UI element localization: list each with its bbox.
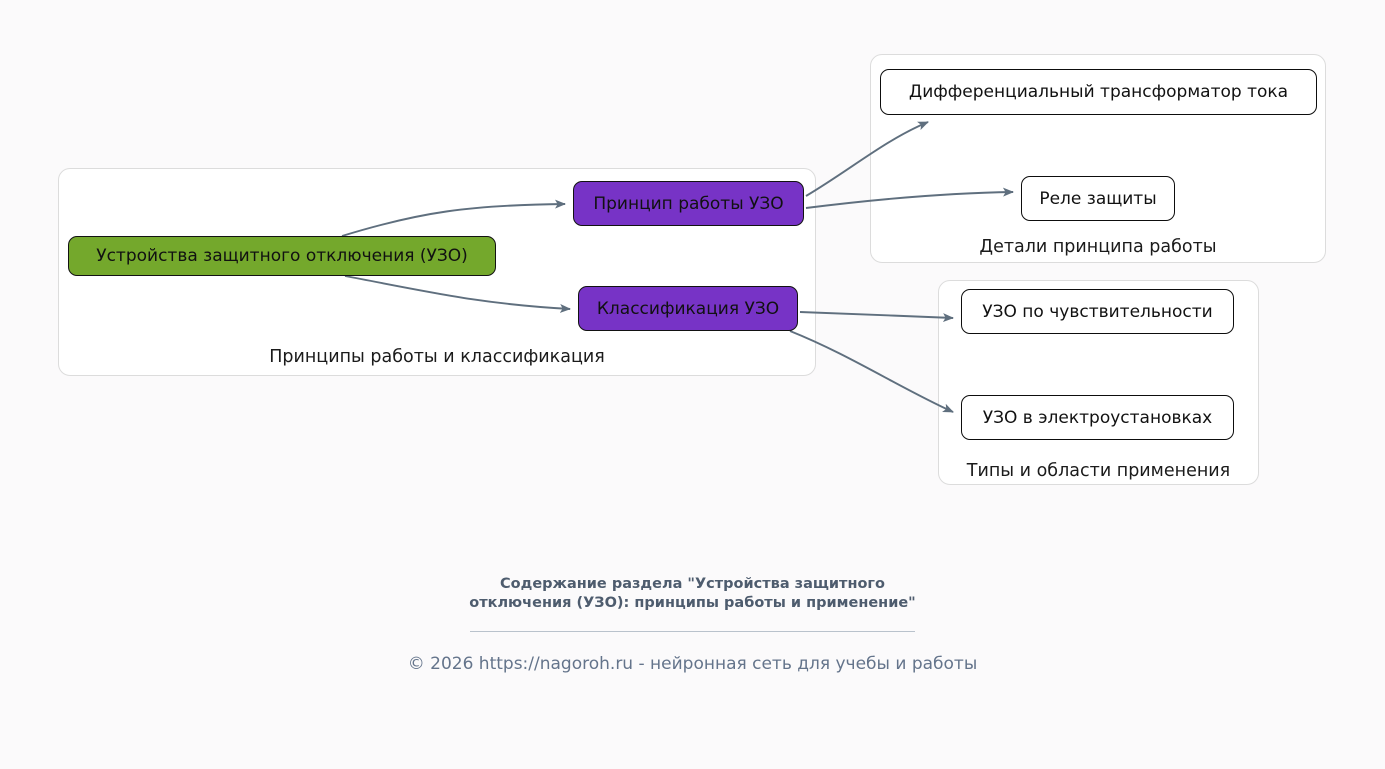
node-relay[interactable]: Реле защиты (1021, 176, 1175, 221)
node-rcd[interactable]: Устройства защитного отключения (УЗО) (68, 236, 496, 276)
footer-title: Содержание раздела "Устройства защитного… (469, 576, 916, 611)
node-installs-label: УЗО в электроустановках (982, 407, 1213, 428)
footer-copyright: © 2026 https://nagoroh.ru - нейронная се… (407, 654, 978, 674)
cluster-details-label: Детали принципа работы (979, 237, 1217, 257)
edge-classify-to-sensitivity (799, 311, 954, 323)
footer: Содержание раздела "Устройства защитного… (0, 575, 1385, 674)
node-classify[interactable]: Классификация УЗО (578, 286, 798, 331)
diagram-canvas: Принципы работы и классификация Детали п… (58, 54, 1326, 485)
node-sensitivity-label: УЗО по чувствительности (982, 301, 1213, 322)
node-principle-label: Принцип работы УЗО (593, 193, 784, 214)
node-sensitivity[interactable]: УЗО по чувствительности (961, 289, 1234, 334)
node-transformer-label: Дифференциальный трансформатор тока (908, 82, 1289, 102)
cluster-principles-label: Принципы работы и классификация (269, 347, 605, 367)
node-classify-label: Классификация УЗО (596, 298, 780, 319)
node-principle[interactable]: Принцип работы УЗО (573, 181, 804, 226)
cluster-types-label: Типы и области применения (966, 461, 1231, 481)
node-rcd-label: Устройства защитного отключения (УЗО) (96, 246, 468, 266)
node-relay-label: Реле защиты (1039, 188, 1157, 209)
node-installs[interactable]: УЗО в электроустановках (961, 395, 1234, 440)
node-transformer[interactable]: Дифференциальный трансформатор тока (880, 69, 1317, 115)
footer-divider (470, 631, 915, 632)
